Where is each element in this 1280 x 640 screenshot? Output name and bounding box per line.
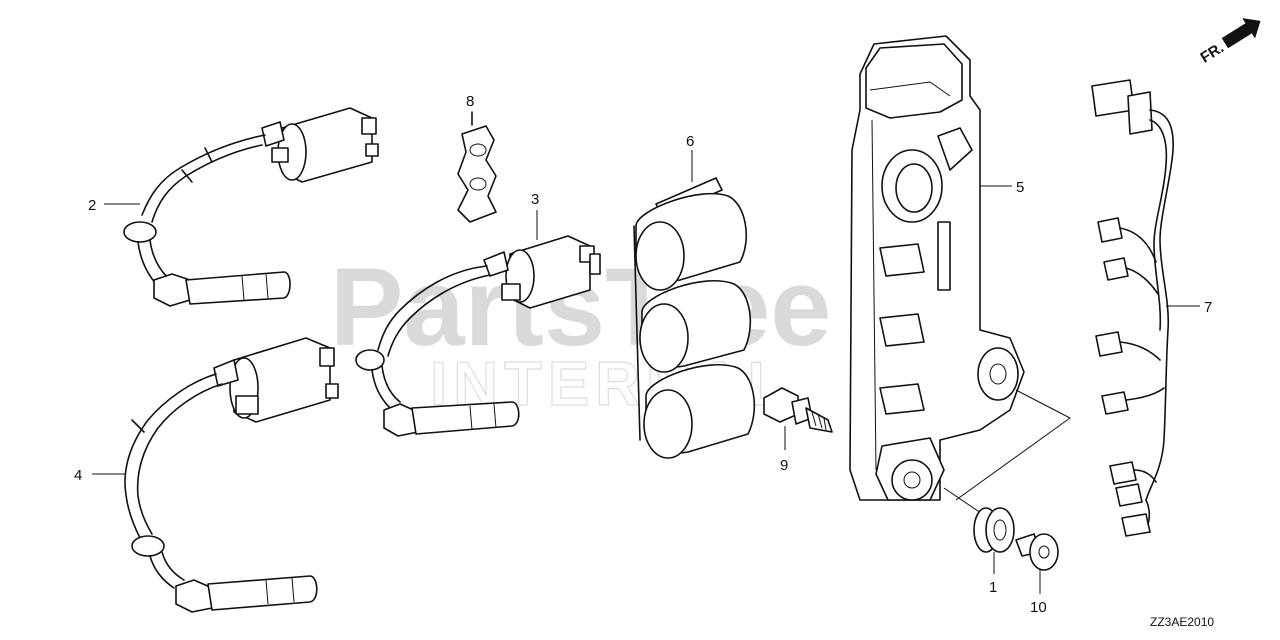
collar-10[interactable] — [1015, 533, 1059, 571]
callout-4: 4 — [74, 467, 82, 484]
callout-9: 9 — [780, 457, 788, 474]
callout-7: 7 — [1204, 299, 1212, 316]
grommet-1[interactable] — [973, 507, 1015, 553]
cord-clip-8[interactable] — [457, 111, 497, 223]
ignition-coil-2[interactable] — [123, 107, 379, 307]
callout-1: 1 — [989, 579, 997, 596]
callout-6: 6 — [686, 133, 694, 150]
wire-harness-7[interactable] — [1091, 79, 1174, 537]
callout-8: 8 — [466, 93, 474, 110]
bracket-5[interactable] — [849, 35, 1025, 501]
front-direction-indicator: FR. — [1197, 18, 1261, 66]
callout-5: 5 — [1016, 179, 1024, 196]
coil-holder-6[interactable] — [633, 177, 756, 459]
ignition-coil-3[interactable] — [355, 235, 601, 437]
callout-10: 10 — [1030, 599, 1047, 616]
bolt-9[interactable] — [763, 387, 833, 433]
arrow-right-icon — [1221, 18, 1261, 49]
direction-label: FR. — [1197, 39, 1227, 66]
ignition-coil-4[interactable] — [124, 337, 339, 613]
callout-2: 2 — [88, 197, 96, 214]
callout-3: 3 — [531, 191, 539, 208]
callouts: 2 4 8 3 6 9 5 7 1 10 — [74, 93, 1212, 616]
diagram-code: ZZ3AE2010 — [1150, 615, 1214, 629]
